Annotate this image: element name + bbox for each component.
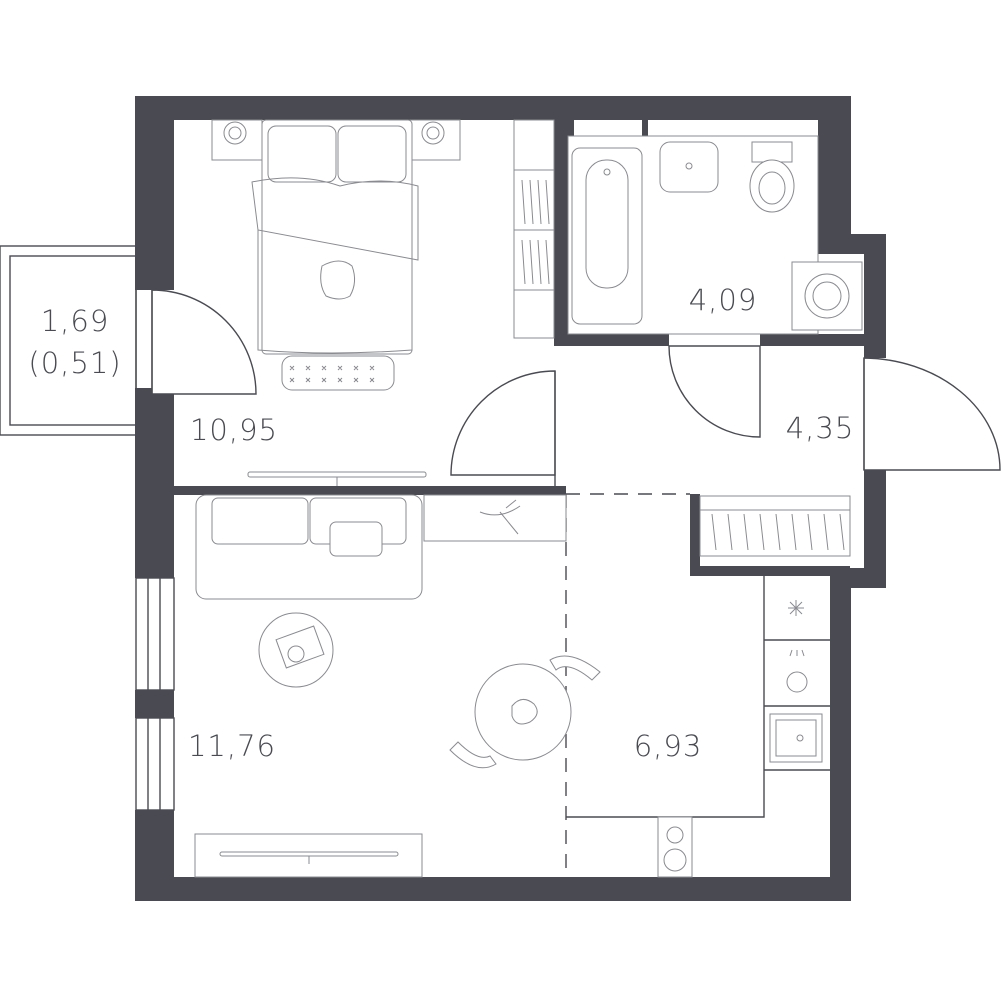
toilet-tank (751, 141, 793, 163)
balcony-area-secondary: (0,51) (28, 346, 121, 380)
doors (151, 289, 1001, 486)
dining-table (474, 663, 572, 761)
bathroom-area: 4,09 (689, 283, 758, 317)
sink (659, 141, 719, 193)
kitchen-fixtures (566, 576, 830, 878)
washing-machine (791, 261, 863, 331)
bedroom-wardrobe (513, 119, 555, 339)
flower-icon (511, 699, 538, 725)
cushion (329, 521, 383, 557)
bedroom-door (450, 370, 556, 476)
living-room-area: 11,76 (188, 729, 276, 763)
balcony-door (151, 289, 257, 395)
hallway-area: 4,35 (786, 411, 855, 445)
bathroom-door (668, 345, 761, 438)
bathroom-fixtures (567, 135, 863, 335)
toilet (749, 159, 795, 213)
hallway-closet (699, 495, 851, 557)
living-tv (219, 851, 399, 857)
nightstand-right (409, 119, 461, 161)
chair-top (549, 655, 601, 681)
balcony (0, 245, 137, 436)
walls (135, 96, 886, 901)
coffee-table (258, 612, 334, 688)
burner-icon (666, 826, 684, 844)
balcony-area: 1,69 (41, 304, 110, 338)
stove (657, 816, 693, 878)
plant-icon (479, 499, 521, 535)
lamp-left-icon (223, 121, 247, 145)
bedroom-area: 10,95 (190, 413, 278, 447)
kitchen-sink (769, 713, 823, 763)
kitchen-area: 6,93 (634, 729, 703, 763)
zone-dividers (565, 493, 690, 877)
dishwasher-icon (786, 671, 808, 693)
area-labels: 1,69 (0,51) 10,95 4,09 4,35 11,76 6,93 (28, 283, 855, 763)
cat-icon (320, 260, 356, 300)
bedroom-tv (247, 471, 427, 478)
pillow-left (267, 125, 337, 183)
bedside-rug (281, 355, 395, 391)
washing-machine-icon (804, 273, 850, 319)
entrance-door (863, 357, 1001, 471)
living-furniture (194, 494, 601, 878)
shelf (423, 494, 567, 542)
pillow-right (337, 125, 407, 183)
chair-bottom (449, 741, 497, 769)
living-windows (135, 577, 175, 811)
nightstand-left (211, 119, 263, 161)
fridge-icon (788, 600, 804, 616)
bedroom-furniture (211, 119, 555, 486)
burner-icon-large (663, 848, 687, 872)
lamp-right-icon (421, 121, 445, 145)
